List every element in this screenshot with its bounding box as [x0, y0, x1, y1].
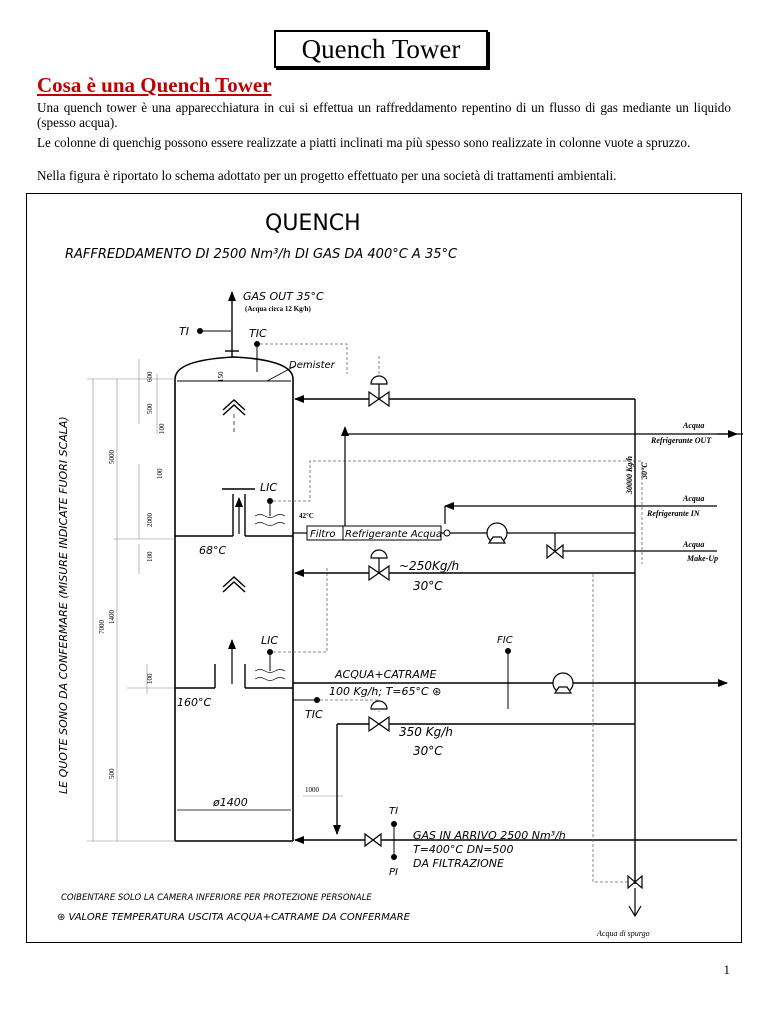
tic-top-instrument: [254, 341, 260, 347]
ti-top-instrument: [197, 328, 203, 334]
spray-nozzle-top-2: [222, 404, 246, 416]
dim-600: 600: [146, 371, 154, 382]
temp-160-label: 160°C: [177, 696, 211, 709]
makeup-label: Make-Up: [686, 554, 718, 563]
refrigerante-in-label: Refrigerante IN: [646, 509, 701, 518]
filtro-label: Filtro: [310, 529, 335, 540]
upper-chimney-tray: [175, 488, 293, 537]
temp-42-label: 42°C: [299, 512, 314, 520]
tic-top-label: TIC: [249, 327, 267, 340]
pi-bottom-label: PI: [389, 867, 398, 878]
lic-upper-instrument: [267, 498, 273, 504]
demister-label: Demister: [289, 360, 336, 371]
lic-lower-signal: [273, 567, 328, 653]
acqua-out-label: Acqua: [682, 421, 704, 430]
dim-100b: 100: [156, 468, 164, 479]
pi-bottom-instrument: [391, 854, 397, 860]
temp-30-vertical-label: 30°C: [640, 462, 649, 480]
dim-1000: 1000: [305, 786, 320, 794]
purge-arrow: [628, 905, 642, 918]
quench-process-diagram: QUENCH RAFFREDDAMENTO DI 2500 Nm³/h DI G…: [26, 193, 743, 943]
acqua-spurgo-label: Acqua di spurgo: [596, 929, 650, 938]
document-title: Quench Tower: [274, 30, 488, 68]
control-valve-mid: [368, 549, 390, 582]
paragraph-columns: Le colonne di quenchig possono essere re…: [37, 135, 691, 150]
purge-signal: [592, 574, 632, 883]
temp-30-b-label: 30°C: [413, 744, 443, 758]
lic-lower-label: LIC: [261, 634, 278, 647]
tic-lower-signal: [320, 699, 380, 712]
makeup-valve: [546, 543, 564, 560]
tar-pump: [552, 672, 574, 694]
diameter-label: ø1400: [212, 796, 248, 809]
fic-label: FIC: [497, 635, 513, 646]
dim-5000: 5000: [108, 450, 116, 465]
gas-out-note: (Acqua circa 12 Kg/h): [245, 305, 311, 313]
dim-7000: 7000: [98, 620, 106, 635]
tic-top-signal: [260, 343, 348, 374]
section-heading: Cosa è una Quench Tower: [37, 73, 272, 97]
dim-500b: 500: [146, 403, 154, 414]
control-valve-lower: [368, 700, 390, 733]
gas-inlet-valve: [364, 832, 382, 848]
spray-nozzle-mid: [222, 576, 246, 588]
dim-500a: 500: [108, 768, 116, 779]
ti-bottom-instrument: [391, 821, 397, 827]
tic-lower-instrument: [314, 697, 320, 703]
temp-68-label: 68°C: [199, 544, 226, 557]
gas-out-label: GAS OUT 35°C: [243, 290, 324, 303]
lower-chimney-tray: [175, 664, 293, 689]
demister-leader: [266, 365, 296, 382]
ti-bottom-label: TI: [389, 806, 398, 817]
acqua-makeup-label: Acqua: [682, 540, 704, 549]
dim-100a: 100: [158, 423, 166, 434]
lower-liquid-level: [254, 669, 286, 681]
control-valve-top: [368, 375, 390, 408]
dim-150: 150: [217, 371, 225, 382]
refrigerante-out-label: Refrigerante OUT: [650, 436, 712, 445]
lic-upper-label: LIC: [260, 481, 277, 494]
dimension-lines: [87, 359, 343, 842]
upper-liquid-level: [254, 514, 286, 526]
diagram-canvas: QUENCH RAFFREDDAMENTO DI 2500 Nm³/h DI G…: [57, 211, 743, 938]
dim-100d: 100: [146, 673, 154, 684]
fic-instrument: [505, 648, 511, 654]
refrigerante-acqua-label: Refrigerante Acqua: [345, 529, 442, 540]
gas-in-temp-label: T=400°C DN=500: [413, 843, 514, 856]
ti-top-label: TI: [179, 325, 189, 338]
paragraph-definition: Una quench tower è una apparecchiatura i…: [37, 100, 731, 130]
gas-in-source-label: DA FILTRAZIONE: [413, 857, 504, 870]
lic-upper-signal: [273, 460, 643, 564]
flow-350-label: 350 Kg/h: [399, 725, 453, 739]
lic-lower-instrument: [267, 649, 273, 655]
dim-1400: 1400: [108, 610, 116, 625]
note-temperature: ⊛ VALORE TEMPERATURA USCITA ACQUA+CATRAM…: [57, 912, 411, 923]
refrigerant-out-arrowhead: [341, 426, 349, 436]
diagram-subtitle: RAFFREDDAMENTO DI 2500 Nm³/h DI GAS DA 4…: [65, 247, 458, 262]
tic-lower-label: TIC: [305, 708, 323, 721]
dim-100c: 100: [146, 551, 154, 562]
flow-250-label: ~250Kg/h: [399, 559, 459, 573]
dim-2000: 2000: [146, 513, 154, 528]
spray-nozzle-mid-2: [222, 581, 246, 593]
paragraph-figure-intro: Nella figura è riportato lo schema adott…: [37, 168, 617, 183]
page-number: 1: [723, 962, 731, 977]
flow-100-label: 100 Kg/h; T=65°C ⊛: [329, 685, 441, 698]
exchanger-outlet-node: [443, 529, 451, 537]
purge-valve: [627, 874, 643, 890]
diagram-title: QUENCH: [265, 211, 361, 236]
flow-30000-label: 30000 Kg/h: [625, 455, 634, 495]
gas-in-label: GAS IN ARRIVO 2500 Nm³/h: [413, 829, 566, 842]
circulation-pump-upper: [486, 522, 508, 544]
dimensions-note: LE QUOTE SONO DA CONFERMARE (MISURE INDI…: [57, 416, 70, 794]
spray-nozzle-top: [222, 399, 246, 411]
temp-30-a-label: 30°C: [413, 579, 443, 593]
quench-column: [174, 356, 294, 842]
acqua-catrame-label: ACQUA+CATRAME: [334, 668, 436, 681]
acqua-in-label: Acqua: [682, 494, 704, 503]
note-insulation: COIBENTARE SOLO LA CAMERA INFERIORE PER …: [61, 893, 372, 903]
